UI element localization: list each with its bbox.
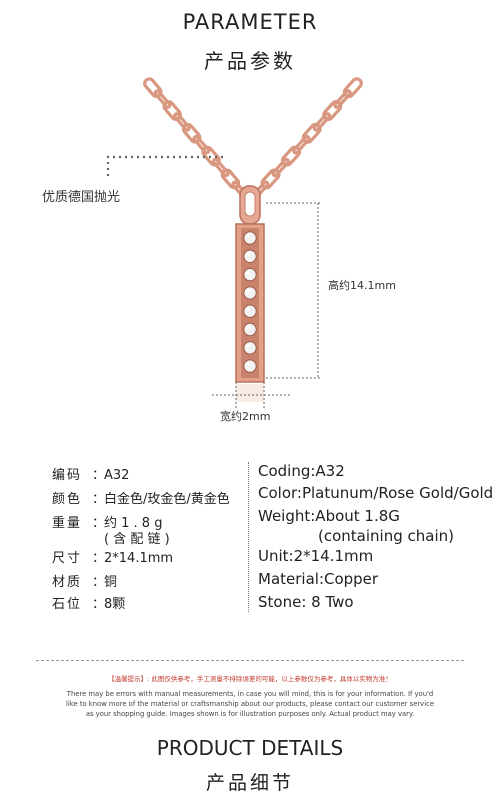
chain-link: [322, 100, 343, 121]
warm-tip: 【温馨提示】: 此图仅供参考，手工测量不排除误差的可能，以上参数仅为参考，具体以…: [108, 675, 392, 683]
chain-link: [201, 145, 221, 167]
chain-link: [153, 89, 172, 109]
necklace-illustration: [106, 77, 363, 410]
chain-link: [192, 134, 211, 155]
chain-link: [162, 100, 182, 121]
spec-code-en: Coding:A32: [258, 462, 345, 480]
chain-link: [173, 112, 191, 132]
spec-weight-en: Weight:About 1.8G: [258, 507, 400, 525]
pendant-reflection: [236, 384, 264, 402]
pendant-bar: [235, 223, 265, 383]
stone-sparkle: [246, 252, 250, 257]
chain-link: [181, 122, 202, 144]
spec-stone-zh: 石位：8颗: [52, 597, 126, 612]
spec-weight-note-en: (containing chain): [318, 527, 454, 545]
spec-material-zh: 材质：铜: [52, 575, 118, 590]
spec-size-en: Unit:2*14.1mm: [258, 547, 374, 565]
parameter-title: PARAMETER: [182, 10, 318, 34]
chain-link: [260, 168, 281, 190]
chain-right: [250, 77, 363, 201]
product-details-title: PRODUCT DETAILS: [156, 736, 344, 760]
chain-link: [271, 157, 290, 178]
stone: [243, 304, 257, 318]
stone: [243, 359, 257, 373]
chain-link: [312, 112, 332, 132]
chain-link: [301, 122, 322, 144]
stone: [243, 267, 257, 282]
stone: [243, 231, 257, 245]
spec-size-zh: 尺寸：2*14.1mm: [52, 551, 174, 566]
chain-link: [143, 77, 163, 99]
spec-stone-en: Stone: 8 Two: [258, 593, 354, 611]
pendant-stones: [243, 231, 257, 373]
stone-sparkle: [246, 270, 250, 275]
polish-annotation-line: [106, 155, 225, 176]
stone-sparkle: [246, 325, 250, 330]
stone: [243, 322, 257, 337]
chain-link: [211, 157, 230, 178]
spec-divider: [248, 462, 249, 612]
notice-divider: [36, 660, 464, 661]
stone-sparkle: [246, 362, 250, 366]
spec-weight-zh: 重量：约 1 . 8 g: [52, 516, 163, 531]
spec-material-en: Material:Copper: [258, 570, 379, 588]
chain-link: [281, 145, 302, 167]
stone: [243, 249, 257, 263]
chain-link: [292, 134, 311, 155]
stone-sparkle: [246, 289, 250, 293]
chain-link: [333, 89, 352, 109]
chain-link: [220, 168, 241, 190]
stone-sparkle: [246, 344, 250, 348]
spec-color-en: Color:Platunum/Rose Gold/Gold: [258, 484, 494, 502]
disclaimer: There may be errors with manual measurem…: [66, 690, 434, 718]
stone-sparkle: [246, 307, 250, 312]
spec-code-zh: 编码：A32: [52, 468, 130, 483]
spec-weight-note-zh: ( 含 配 链 ): [104, 532, 170, 547]
stone: [243, 286, 257, 300]
chain-left: [143, 77, 250, 201]
height-label: 高约14.1mm: [328, 279, 396, 292]
stone: [243, 341, 257, 355]
parameter-title-zh: 产品参数: [204, 49, 296, 73]
stone-sparkle: [246, 234, 250, 238]
polish-label: 优质德国抛光: [42, 190, 121, 205]
spec-color-zh: 颜色：白金色/玫金色/黄金色: [52, 492, 230, 507]
width-label: 宽约2mm: [220, 410, 271, 423]
chain-link: [342, 77, 363, 99]
product-details-title-zh: 产品细节: [205, 772, 294, 794]
pendant-bail: [239, 185, 261, 225]
